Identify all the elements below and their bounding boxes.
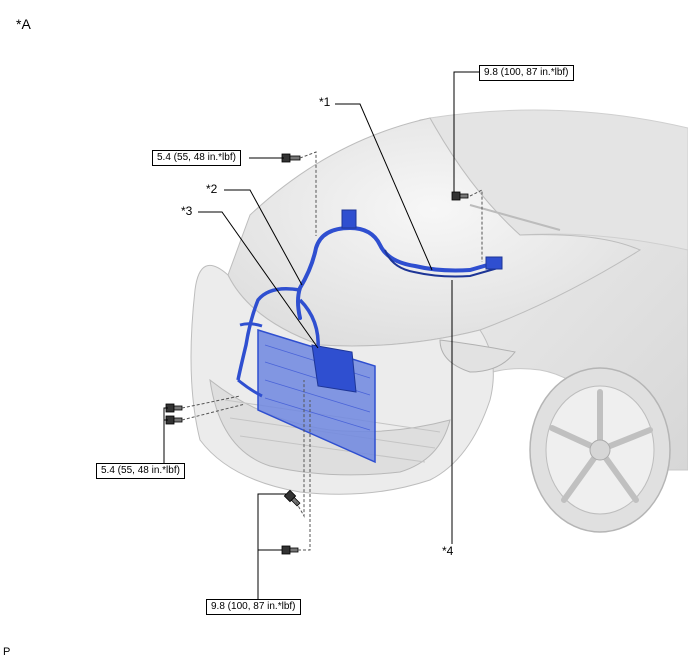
leader-torque-top-right <box>453 71 479 192</box>
ac-pipe-down <box>298 298 320 351</box>
torque-spec-bottom: 9.8 (100, 87 in.*lbf) <box>206 599 301 615</box>
wiper <box>469 204 561 231</box>
hose-fitting-top <box>341 209 357 229</box>
leader-lines <box>163 71 479 600</box>
bolts <box>165 153 469 555</box>
dashed-guides <box>181 151 483 551</box>
hose-fitting-right <box>485 256 503 270</box>
front-wheel <box>529 367 671 533</box>
bolt-left-1 <box>165 403 183 413</box>
view-label: *A <box>16 16 31 32</box>
callout-part3: *3 <box>181 204 193 218</box>
leader-torque-bottom <box>257 493 286 600</box>
ac-pipe-lower-left <box>237 322 263 398</box>
torque-spec-top-left: 5.4 (55, 48 in.*lbf) <box>152 150 241 166</box>
leader-torque-left <box>163 407 168 464</box>
figure-code: P <box>3 646 11 658</box>
bolt-top-right <box>451 191 469 201</box>
ac-pipe-left <box>236 287 301 381</box>
headlamp <box>439 339 516 373</box>
callout-part1: *1 <box>319 95 331 109</box>
car-illustration <box>190 109 688 533</box>
leader-part3 <box>198 211 319 349</box>
torque-spec-left: 5.4 (55, 48 in.*lbf) <box>96 463 185 479</box>
callout-part2: *2 <box>206 182 218 196</box>
bolt-bottom-2 <box>281 545 299 555</box>
bolt-bottom-1 <box>283 489 301 507</box>
bolt-left-2 <box>165 415 183 425</box>
ac-hose-secondary <box>384 249 499 278</box>
ac-components <box>236 209 503 464</box>
compressor <box>311 344 357 393</box>
torque-spec-top-right: 9.8 (100, 87 in.*lbf) <box>479 65 574 81</box>
callout-part4: *4 <box>442 544 454 558</box>
bolt-top-left <box>281 153 301 163</box>
leader-part1 <box>335 103 433 271</box>
leader-part2 <box>224 189 303 286</box>
